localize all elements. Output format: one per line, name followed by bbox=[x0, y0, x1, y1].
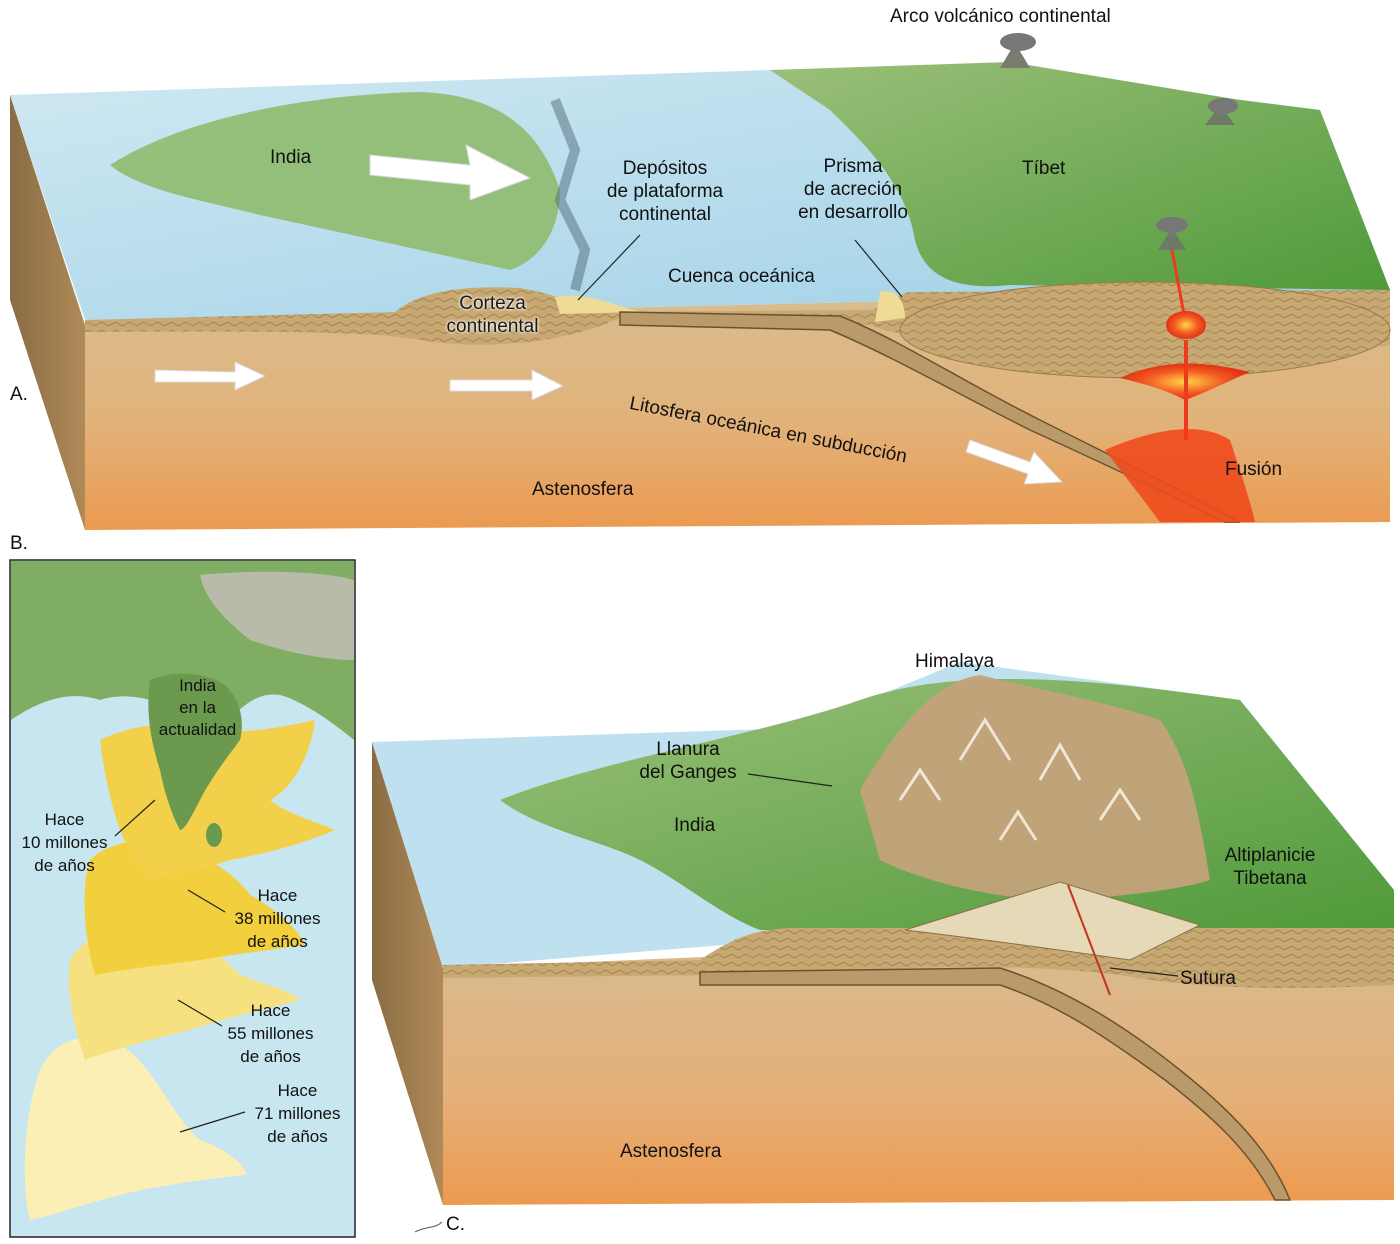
panel-c-slab bbox=[699, 967, 1292, 1201]
panel-c-himalaya-range bbox=[860, 675, 1210, 900]
arrow-mantle-2 bbox=[449, 369, 565, 401]
panel-b-india-present bbox=[148, 673, 242, 830]
panel-a-shelf-deposits bbox=[555, 295, 640, 314]
panel-c-suture-wedge bbox=[904, 881, 1202, 961]
panel-a-volcanoes bbox=[1000, 33, 1238, 250]
label-tibet: Tíbet bbox=[1022, 158, 1066, 179]
panel-a-side-face bbox=[10, 95, 85, 530]
label-llanura-ganges: Llanura del Ganges bbox=[639, 739, 737, 783]
panel-b-map bbox=[9, 559, 356, 1238]
panel-b-letter: B. bbox=[10, 533, 28, 554]
arrow-subduction bbox=[965, 439, 1064, 485]
panel-a-block bbox=[10, 33, 1391, 530]
label-astenosfera-c: Astenosfera bbox=[620, 1141, 722, 1162]
panel-a-letter: A. bbox=[10, 384, 28, 405]
panel-c-scribble bbox=[414, 1221, 443, 1233]
panel-a-magma bbox=[1105, 249, 1255, 522]
panel-b-pointers bbox=[114, 799, 246, 1133]
arrow-india-surface bbox=[369, 144, 532, 201]
label-hace-55: Hace 55 millones de años bbox=[227, 1001, 314, 1066]
panel-b-india-38ma bbox=[84, 841, 305, 975]
label-fusion: Fusión bbox=[1225, 459, 1283, 480]
panel-a-accretion-prism bbox=[875, 291, 905, 322]
panel-c-suture-line bbox=[1067, 884, 1111, 996]
panel-a-tibet-crust bbox=[899, 281, 1391, 379]
label-arco-volcanico: Arco volcánico continental bbox=[890, 6, 1111, 27]
label-prisma: Prisma de acreción en desarrollo bbox=[798, 156, 908, 223]
panel-b-sri-lanka bbox=[206, 823, 222, 847]
panel-c-block bbox=[372, 662, 1394, 1233]
panel-b-india-71ma bbox=[24, 1038, 246, 1220]
panel-c-letter: C. bbox=[446, 1214, 465, 1235]
label-depositos: Depósitos de plataforma continental bbox=[606, 158, 724, 225]
panel-c-front-face bbox=[443, 928, 1394, 1205]
panel-a-india-landmass bbox=[110, 92, 560, 270]
label-cuenca-oceanica: Cuenca oceánica bbox=[668, 266, 815, 287]
panel-a-pointers bbox=[577, 234, 903, 301]
panel-a-tibet-landmass bbox=[770, 62, 1390, 290]
label-corteza-continental: Corteza continental bbox=[446, 293, 539, 337]
label-hace-38: Hace 38 millones de años bbox=[234, 886, 321, 951]
label-astenosfera-a: Astenosfera bbox=[532, 479, 634, 500]
label-india-c: India bbox=[674, 815, 716, 836]
label-hace-10: Hace 10 millones de años bbox=[21, 810, 108, 875]
label-india-actualidad: India en la actualidad bbox=[158, 676, 237, 739]
label-himalaya: Himalaya bbox=[915, 651, 995, 672]
panel-c-peaks bbox=[898, 717, 1142, 841]
panel-c-pointers bbox=[747, 773, 1179, 977]
label-hace-71: Hace 71 millones de años bbox=[254, 1081, 341, 1146]
panel-a-shelf-streaks bbox=[550, 98, 591, 292]
label-altiplanicie-tibetana: Altiplanicie Tibetana bbox=[1224, 845, 1316, 889]
panel-a-motion-arrows bbox=[154, 144, 1064, 485]
label-sutura: Sutura bbox=[1180, 968, 1236, 989]
panel-c-side-face bbox=[372, 742, 443, 1205]
label-india-a: India bbox=[270, 147, 312, 168]
panel-b-mountains bbox=[200, 571, 354, 660]
arrow-mantle-1 bbox=[154, 361, 267, 391]
